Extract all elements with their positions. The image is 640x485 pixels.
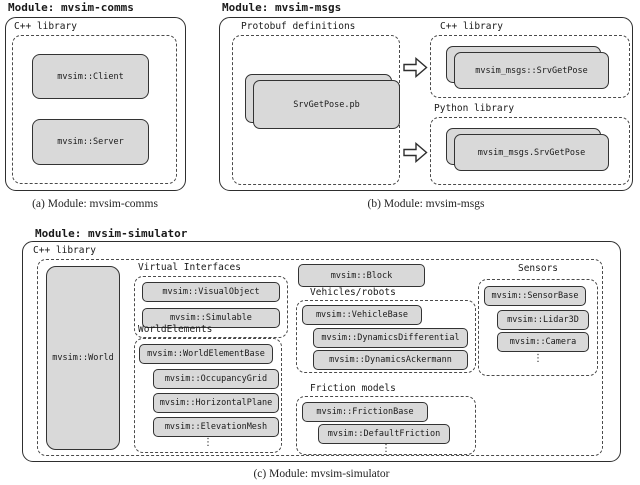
class-box-mvsim-server: mvsim::Server xyxy=(32,119,149,165)
stacked-box-srvgetpose-pb: SrvGetPose.pb xyxy=(245,74,400,129)
class-box-defaultfriction: mvsim::DefaultFriction xyxy=(318,424,450,444)
ellipsis-icon: ⋮ xyxy=(533,353,543,364)
comms-cpp-library-group xyxy=(12,35,177,184)
sensors-group xyxy=(478,279,598,376)
ellipsis-icon: ⋮ xyxy=(203,437,213,448)
caption-c: (c) Module: mvsim-simulator xyxy=(253,468,390,480)
block-arrow-right-icon xyxy=(403,57,428,78)
caption-a: (a) Module: mvsim-comms xyxy=(32,198,158,210)
msgs-python-library-label: Python library xyxy=(434,103,515,114)
class-box-horizontalplane: mvsim::HorizontalPlane xyxy=(153,393,279,413)
simulator-cpp-library-label: C++ library xyxy=(33,245,96,256)
class-box-mvsim-block: mvsim::Block xyxy=(298,264,425,287)
class-box-occupancygrid: mvsim::OccupancyGrid xyxy=(153,369,279,389)
class-box-mvsim-world: mvsim::World xyxy=(46,266,120,450)
class-box-worldelementbase: mvsim::WorldElementBase xyxy=(139,344,273,364)
panel-msgs-title: Module: mvsim-msgs xyxy=(222,1,342,14)
class-box-frictionbase: mvsim::FrictionBase xyxy=(302,402,428,422)
stacked-box-cpp-srvgetpose: mvsim_msgs::SrvGetPose xyxy=(446,46,609,89)
class-box-vehiclebase: mvsim::VehicleBase xyxy=(302,305,422,325)
ellipsis-icon: ⋮ xyxy=(381,443,391,454)
simulator-cpp-library-group xyxy=(37,259,603,456)
vehicles-group xyxy=(296,300,476,373)
msgs-python-library-group xyxy=(430,117,630,185)
class-box-simulable: mvsim::Simulable xyxy=(142,308,280,328)
sensors-label: Sensors xyxy=(517,263,559,274)
class-box-camera: mvsim::Camera xyxy=(497,332,589,352)
block-arrow-right-icon xyxy=(403,142,428,163)
class-box-mvsim-client: mvsim::Client xyxy=(32,54,149,99)
class-box-sensorbase: mvsim::SensorBase xyxy=(484,286,586,306)
comms-cpp-library-label: C++ library xyxy=(14,21,77,32)
class-box-visualobject: mvsim::VisualObject xyxy=(142,282,280,302)
msgs-protobuf-label: Protobuf definitions xyxy=(241,21,356,32)
vehicles-label: Vehicles/robots xyxy=(310,287,396,298)
virtual-interfaces-group xyxy=(134,276,288,338)
panel-simulator-title: Module: mvsim-simulator xyxy=(35,227,188,240)
class-box-dynamicsdifferential: mvsim::DynamicsDifferential xyxy=(313,328,468,348)
class-box-elevationmesh: mvsim::ElevationMesh xyxy=(153,417,279,437)
caption-b: (b) Module: mvsim-msgs xyxy=(367,198,485,210)
class-box-dynamicsackermann: mvsim::DynamicsAckermann xyxy=(313,350,468,370)
world-elements-group xyxy=(134,338,282,453)
msgs-cpp-library-group xyxy=(430,35,630,98)
msgs-cpp-library-label: C++ library xyxy=(440,21,503,32)
panel-comms-title: Module: mvsim-comms xyxy=(8,1,134,14)
virtual-interfaces-label: Virtual Interfaces xyxy=(138,262,241,273)
friction-models-label: Friction models xyxy=(310,383,396,394)
class-box-lidar3d: mvsim::Lidar3D xyxy=(497,310,589,330)
friction-models-group xyxy=(296,396,476,455)
stacked-box-py-srvgetpose: mvsim_msgs.SrvGetPose xyxy=(446,128,609,171)
world-elements-label: WorldElements xyxy=(138,324,213,335)
